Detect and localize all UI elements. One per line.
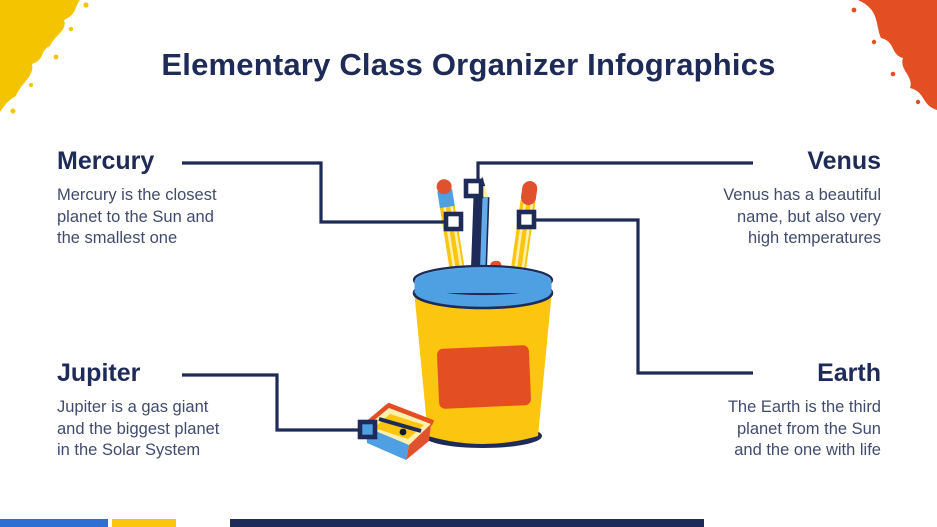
section-earth: Earth The Earth is the third planet from… [646, 359, 881, 462]
connector-node-earth-icon [516, 209, 537, 230]
section-heading-mercury: Mercury [57, 147, 155, 175]
connector-line-earth [534, 218, 753, 375]
section-mercury: Mercury Mercury is the closest planet to… [57, 147, 292, 250]
section-body-mercury: Mercury is the closest planet to the Sun… [57, 186, 217, 247]
section-venus: Venus Venus has a beautiful name, but al… [646, 147, 881, 250]
footer-bar-blue [0, 519, 108, 527]
yellow-paint-blob-icon [0, 0, 89, 114]
section-body-venus: Venus has a beautiful name, but also ver… [723, 186, 881, 247]
section-heading-earth: Earth [817, 359, 881, 387]
cup-rim [412, 264, 554, 310]
orange-paint-stroke-icon [851, 0, 937, 110]
connector-line-venus [476, 161, 753, 180]
footer-bar-yellow [112, 519, 176, 527]
connector-line-mercury [182, 161, 445, 224]
section-jupiter: Jupiter Jupiter is a gas giant and the b… [57, 359, 292, 462]
footer-bar-navy [230, 519, 704, 527]
connector-node-mercury-icon [443, 211, 464, 232]
connector-node-venus-icon [463, 178, 484, 199]
cup-label [436, 345, 532, 409]
section-heading-venus: Venus [807, 147, 881, 175]
section-heading-jupiter: Jupiter [57, 359, 141, 387]
section-body-jupiter: Jupiter is a gas giant and the biggest p… [57, 398, 220, 459]
section-body-earth: The Earth is the third planet from the S… [727, 398, 881, 459]
connector-node-jupiter-icon [357, 419, 378, 440]
page-title: Elementary Class Organizer Infographics [161, 47, 776, 82]
connector-line-jupiter [182, 373, 359, 432]
